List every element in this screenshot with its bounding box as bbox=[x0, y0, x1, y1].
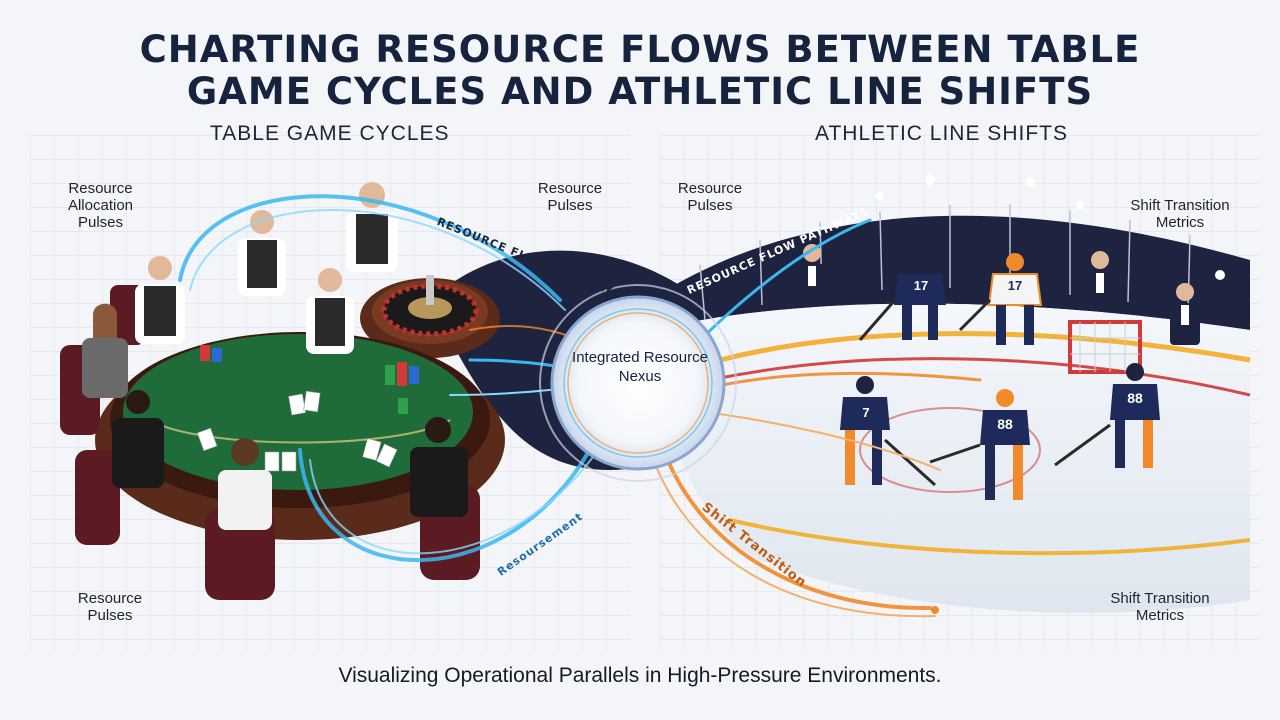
label-shift-transition-metrics-bottom: Shift Transition Metrics bbox=[1110, 590, 1210, 624]
playing-cards bbox=[196, 390, 398, 472]
nexus-label: Integrated Resource Nexus bbox=[572, 349, 708, 385]
casino-scene bbox=[60, 182, 505, 600]
player-center-bottom bbox=[929, 389, 1030, 500]
goal-net bbox=[1068, 320, 1142, 374]
dealer-top bbox=[346, 182, 398, 272]
dealer-left bbox=[135, 256, 185, 344]
jersey-number: 17 bbox=[913, 278, 929, 293]
bench-staff bbox=[798, 244, 1200, 345]
chip-stacks bbox=[200, 345, 419, 414]
staff-person bbox=[1086, 251, 1114, 311]
hockey-players bbox=[840, 253, 1160, 500]
staff-person bbox=[798, 244, 826, 304]
main-title-line1: CHARTING RESOURCE FLOWS BETWEEN TABLE bbox=[139, 28, 1141, 71]
player-left-bottom bbox=[840, 376, 937, 487]
rink-red-line bbox=[709, 357, 1251, 397]
roulette-wheel bbox=[360, 275, 500, 358]
player-orange bbox=[958, 253, 1043, 345]
subtitle: Visualizing Operational Parallels in Hig… bbox=[338, 664, 942, 687]
jersey-number: 88 bbox=[997, 416, 1013, 432]
player-front-center bbox=[218, 438, 272, 530]
player-front-left bbox=[112, 390, 164, 488]
label-shift-transition-metrics-top: Shift Transition Metrics bbox=[1130, 197, 1230, 231]
faceoff-circle bbox=[859, 407, 1041, 493]
staff-person bbox=[1170, 283, 1200, 345]
casino-people bbox=[82, 182, 468, 530]
arena-lights bbox=[876, 175, 1225, 280]
label-resource-pulses-right: Resource Pulses bbox=[677, 180, 743, 214]
jersey-number: 7 bbox=[862, 405, 870, 420]
integrated-resource-nexus bbox=[539, 284, 737, 482]
label-resource-pulses-left-bottom: Resource Pulses bbox=[77, 590, 143, 624]
right-section-title: ATHLETIC LINE SHIFTS bbox=[815, 122, 1068, 145]
dealer-center bbox=[306, 268, 354, 354]
player-front-right bbox=[410, 417, 468, 517]
main-title-line2: GAME CYCLES AND ATHLETIC LINE SHIFTS bbox=[186, 70, 1094, 113]
left-section-title: TABLE GAME CYCLES bbox=[210, 122, 450, 145]
jersey-number: 17 bbox=[1007, 278, 1023, 293]
label-resource-allocation-pulses: Resource Allocation Pulses bbox=[67, 180, 134, 231]
label-resource-pulses-left-top: Resource Pulses bbox=[537, 180, 603, 214]
hockey-arena bbox=[650, 175, 1251, 613]
jersey-number: 88 bbox=[1127, 390, 1143, 406]
dealer-left-top bbox=[238, 210, 286, 296]
rink-orange-line-2 bbox=[729, 518, 1251, 556]
player-woman bbox=[82, 303, 128, 398]
rink-orange-line bbox=[719, 331, 1251, 363]
player-navy bbox=[858, 253, 946, 341]
player-right-bottom bbox=[1054, 363, 1160, 468]
